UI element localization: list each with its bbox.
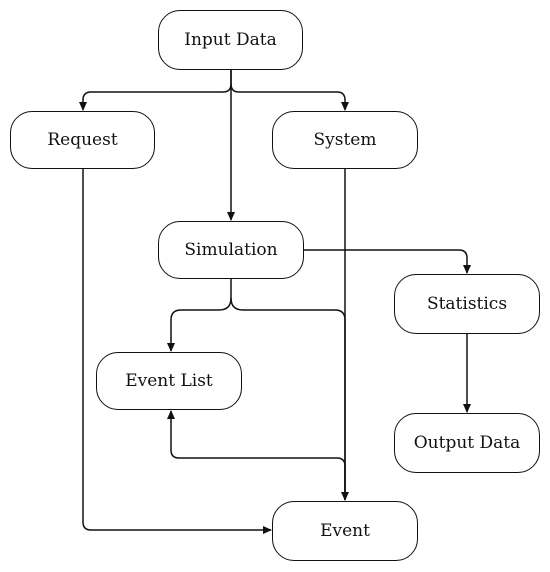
node-simulation-label: Simulation (184, 240, 278, 260)
node-system: System (272, 111, 418, 169)
node-request: Request (10, 111, 155, 169)
node-system-label: System (313, 130, 377, 150)
edge-simulation-to-event-list (167, 279, 232, 352)
edge-input-to-request (79, 70, 232, 111)
node-statistics: Statistics (394, 274, 540, 334)
node-input-data-label: Input Data (184, 30, 277, 50)
node-event: Event (272, 501, 418, 561)
node-simulation: Simulation (158, 221, 304, 279)
node-output-data-label: Output Data (413, 433, 521, 453)
node-output-data: Output Data (394, 413, 540, 473)
edge-input-to-system (230, 83, 349, 111)
node-event-list: Event List (96, 352, 242, 410)
node-event-list-label: Event List (125, 371, 213, 391)
edge-simulation-to-event (230, 297, 349, 501)
edge-request-to-event (82, 169, 272, 534)
edge-event-to-event-list (167, 410, 346, 500)
node-event-label: Event (320, 521, 370, 541)
node-statistics-label: Statistics (426, 294, 508, 314)
edge-simulation-to-statistics (304, 249, 471, 274)
node-request-label: Request (47, 130, 118, 150)
node-input-data: Input Data (158, 10, 303, 70)
